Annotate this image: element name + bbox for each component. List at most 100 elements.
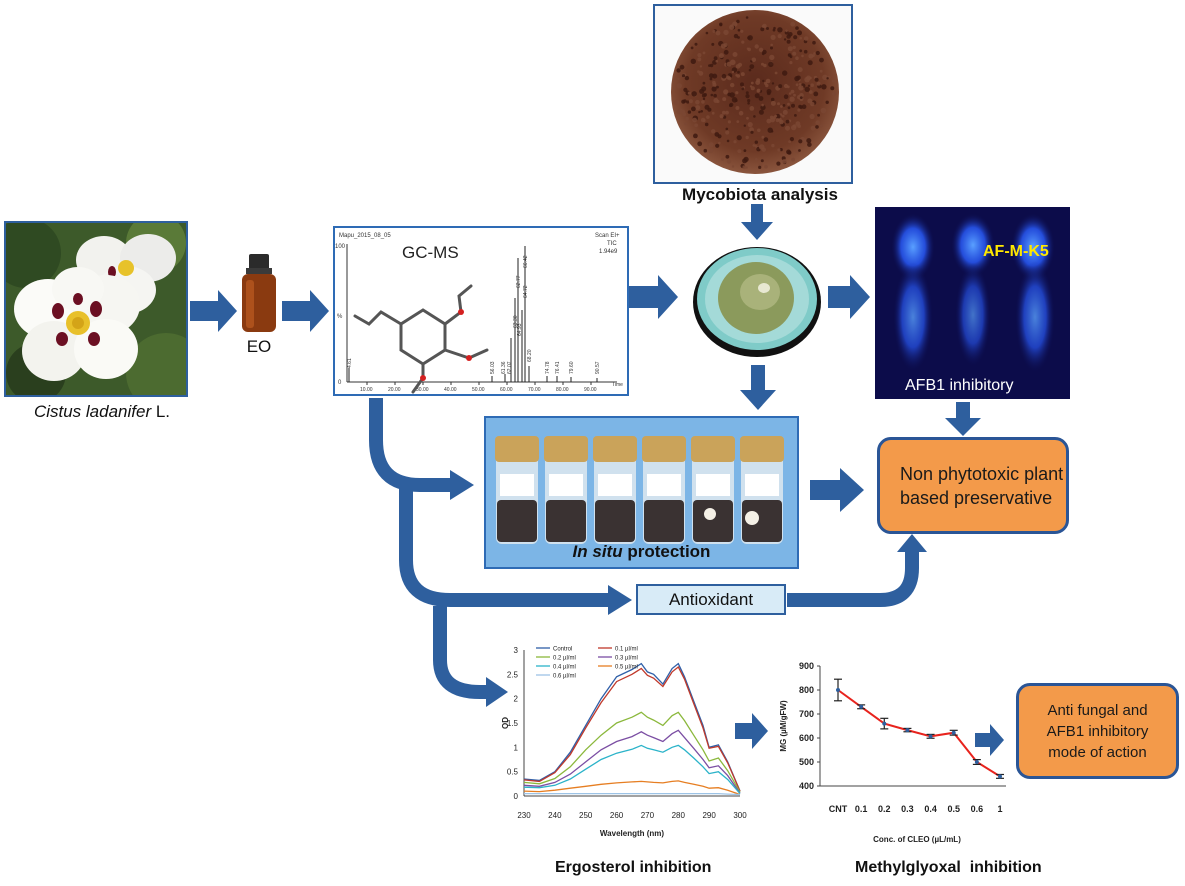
arrow-tlc-to-preservative	[945, 402, 981, 436]
mode-of-action-label: Anti fungal and AFB1 inhibitory mode of …	[1046, 701, 1149, 761]
petri-dish-image	[693, 247, 821, 357]
tlc-strain-label: AF-M-K5	[983, 243, 1049, 260]
ergo-series-line	[524, 792, 741, 796]
mycobiota-label: Mycobiota analysis	[682, 185, 838, 204]
gcms-x-tick-label: 90.00	[584, 387, 597, 393]
mg-x-tick: 0.5	[947, 804, 960, 814]
preservative-label: Non phytotoxic plant based preservative	[900, 463, 1064, 508]
mg-x-tick: 0.2	[878, 804, 891, 814]
mg-data-point	[951, 730, 956, 735]
gcms-x-tick-label: 10.00	[360, 387, 373, 393]
arrow-eo-to-gcms	[282, 290, 329, 332]
gcms-panel: Mapu_2015_08_05 Scan EI+ TIC 1.94e9 100 …	[333, 226, 629, 396]
gcms-peak-label: 90.57	[595, 361, 601, 374]
arrow-antioxidant-to-preservative	[787, 552, 919, 607]
plant-caption: Cistus ladanifer L.	[17, 402, 187, 422]
ergo-series-line	[523, 780, 741, 796]
gcms-chromatogram: Mapu_2015_08_05 Scan EI+ TIC 1.94e9 100 …	[335, 233, 623, 394]
eo-bottle-icon	[242, 254, 276, 332]
gcms-peak-label: 79.60	[569, 361, 575, 374]
mg-y-tick: 600	[799, 733, 814, 743]
ergo-series-line	[523, 744, 741, 795]
ergo-x-tick: 250	[579, 811, 593, 820]
ergo-legend-label: 0.1 µl/ml	[615, 647, 638, 653]
ergosterol-caption: Ergosterol inhibition	[555, 859, 712, 876]
mg-series-line	[837, 689, 1001, 778]
ergo-y-tick: 3	[514, 646, 519, 655]
arrow-gcms-to-petri	[628, 275, 678, 319]
ergo-legend-label: 0.4 µl/ml	[553, 665, 576, 671]
arrow-ergosterol-to-methylglyoxal	[735, 713, 768, 749]
ergo-y-tick: 1.5	[507, 719, 519, 728]
insitu-label-rest: protection	[622, 542, 711, 561]
ergo-x-tick: 270	[641, 811, 655, 820]
jar-icon	[544, 436, 588, 544]
antioxidant-box: Antioxidant	[636, 584, 786, 615]
gcms-peak-label: 61.36	[501, 361, 507, 374]
insitu-label-italic: In situ	[572, 542, 623, 561]
gcms-y-tick-pct: %	[337, 314, 343, 320]
arrow-plant-to-eo	[190, 290, 237, 332]
gcms-header-right-1: Scan EI+	[595, 233, 620, 239]
gcms-x-axis-end: Time	[612, 382, 623, 388]
ergo-x-tick: 290	[702, 811, 716, 820]
methylglyoxal-caption: Methylglyoxal inhibition	[855, 859, 1042, 876]
gcms-peak-label: 74.78	[545, 361, 551, 374]
eo-label: EO	[246, 337, 272, 356]
gcms-peak-label: 76.41	[555, 361, 561, 374]
ergo-legend-label: 0.2 µl/ml	[553, 656, 576, 662]
gcms-y-tick-0: 0	[338, 380, 342, 386]
arrow-gcms-to-insitu	[369, 398, 450, 492]
ergo-x-tick: 260	[610, 811, 624, 820]
mg-data-point	[974, 760, 979, 764]
mg-data-point	[928, 734, 933, 739]
arrow-gcms-to-ergosterol	[433, 606, 486, 699]
mg-x-label: Conc. of CLEO (µL/mL)	[873, 835, 961, 844]
mg-x-tick: 0.6	[971, 804, 984, 814]
mg-x-tick: 0.3	[901, 804, 914, 814]
gcms-peak-label: 64.72	[523, 285, 529, 298]
jar-icon	[495, 436, 539, 544]
mode-of-action-box: Anti fungal and AFB1 inhibitory mode of …	[1016, 683, 1179, 779]
ergo-x-tick: 280	[672, 811, 686, 820]
mg-x-tick: CNT	[829, 804, 848, 814]
ergo-legend-label: 0.5 µl/ml	[615, 665, 638, 671]
plant-name-suffix: L.	[151, 402, 171, 421]
gcms-x-tick-label: 50.00	[472, 387, 485, 393]
jar-icon	[642, 436, 686, 544]
jar-icon	[691, 436, 735, 544]
ergo-y-tick: 1	[514, 743, 519, 752]
arrow-petri-to-tlc	[828, 275, 870, 319]
ergo-legend-label: 0.3 µl/ml	[615, 656, 638, 662]
gcms-peak-label: 68.20	[527, 349, 533, 362]
molecule-structure-icon	[353, 284, 489, 394]
ergo-x-tick: 240	[548, 811, 562, 820]
gcms-x-tick-label: 30.00	[416, 387, 429, 393]
gcms-peak-label: 66.42	[523, 255, 529, 268]
gcms-peak-label: 62.07	[507, 361, 513, 374]
tlc-inhibitory-label: AFB1 inhibitory	[905, 377, 1014, 394]
arrow-mycobiota-to-petri	[741, 204, 773, 240]
ergo-legend-label: Control	[553, 647, 572, 653]
plant-name-italic: Cistus ladanifer	[33, 402, 152, 421]
arrow-gcms-to-antioxidant	[399, 488, 608, 607]
arrow-methylglyoxal-to-mode	[975, 724, 1004, 756]
gcms-x-tick-label: 40.00	[444, 387, 457, 393]
cistus-flower-image	[6, 223, 186, 395]
mg-data-point	[882, 721, 887, 726]
mg-y-tick: 800	[799, 685, 814, 695]
gcms-peak-label: 64.93	[517, 323, 523, 336]
gcms-peak-label: 56.03	[490, 361, 496, 374]
insitu-protection-photo: In situ protection	[484, 416, 799, 569]
mg-y-tick: 700	[799, 709, 814, 719]
ergo-x-tick: 300	[733, 811, 747, 820]
ergo-y-label: OD	[501, 717, 510, 729]
seed-pile-image	[671, 10, 839, 174]
jar-icon	[593, 436, 637, 544]
gcms-x-tick-label: 60.00	[500, 387, 513, 393]
mg-x-tick: 0.1	[855, 804, 868, 814]
ergo-series-line	[523, 729, 741, 794]
